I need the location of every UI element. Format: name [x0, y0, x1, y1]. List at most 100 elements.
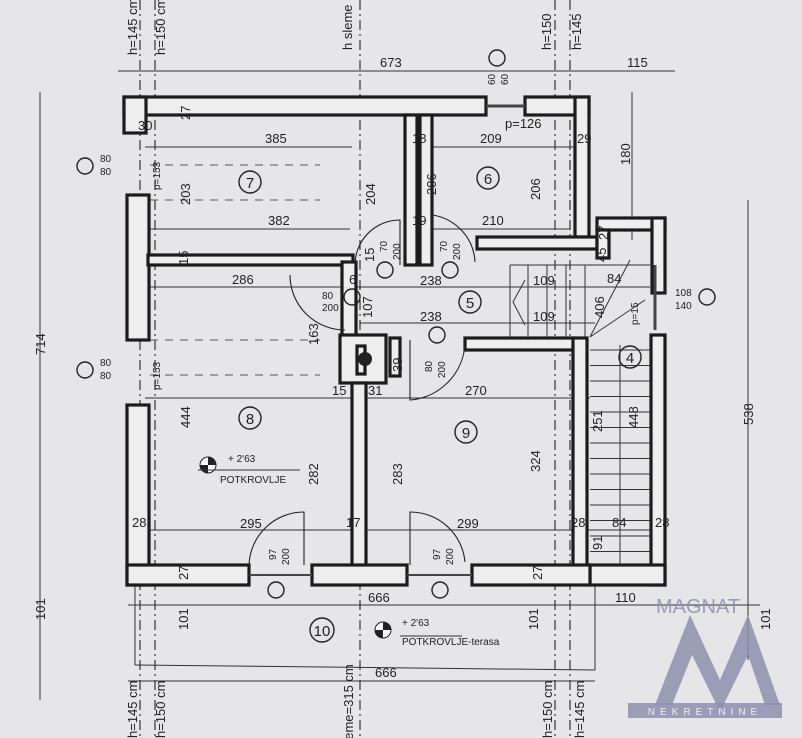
dimension-label: 28: [655, 515, 669, 530]
dimension-label: 70: [379, 240, 390, 252]
dimension-label: 299: [457, 516, 479, 531]
dimension-label: 283: [390, 463, 405, 485]
dimension-label: 200: [281, 548, 292, 565]
dimension-label: p=15: [630, 302, 641, 325]
dimension-label: 200: [322, 303, 339, 314]
dimension-label: 27: [178, 106, 193, 120]
height-label: h=145: [569, 13, 584, 50]
dimension-label: 406: [592, 296, 607, 318]
dimension-label: 39: [390, 358, 405, 372]
room-labels: 7 6 5 4 8 9 10: [238, 166, 642, 643]
room-9: 9: [462, 425, 470, 442]
dimension-label: 180: [618, 143, 633, 165]
dimension-label: 80: [322, 291, 334, 302]
dimension-label: 27: [530, 566, 545, 580]
dimension-label: 27: [596, 226, 611, 240]
staircase: [509, 259, 650, 565]
dimension-label: 6: [349, 272, 356, 287]
dimension-label: 200: [392, 243, 403, 260]
window-markers: [76, 49, 716, 599]
dimension-label: 70: [439, 240, 450, 252]
dimension-label: 80: [100, 154, 112, 165]
level-marker-main: + 2'63 POTKROVLJE: [198, 454, 300, 486]
dimension-label: 251: [590, 410, 605, 432]
height-label: h=145 cm: [572, 681, 587, 738]
dimension-label: 15: [362, 248, 377, 262]
height-label: h=150: [539, 13, 554, 50]
dimension-label: 206: [528, 178, 543, 200]
dimension-label: 97: [432, 548, 443, 560]
dimension-label: 80: [424, 360, 435, 372]
dimension-label: 60: [500, 73, 511, 85]
room-4: 4: [626, 350, 634, 367]
dimension-lines: [39, 70, 760, 700]
dimension-label: 140: [675, 301, 692, 312]
dimension-label: 238: [420, 309, 442, 324]
dimension-label: p=153: [152, 161, 163, 190]
height-label: h sleme=315 cm: [341, 664, 356, 738]
height-label: h sleme: [340, 4, 355, 50]
room-6: 6: [484, 171, 492, 188]
dimension-label: 28: [571, 515, 585, 530]
room-7: 7: [246, 175, 254, 192]
dimension-label: 84: [612, 515, 626, 530]
watermark-sub: NEKRETNINE: [648, 707, 762, 718]
dimension-label: 200: [452, 243, 463, 260]
dimension-label: 282: [306, 463, 321, 485]
level-value: + 2'63: [228, 454, 256, 465]
dimension-label: 30: [138, 118, 152, 133]
dimension-label: 101: [176, 608, 191, 630]
doors[interactable]: [248, 104, 657, 576]
dimension-label: p=126: [505, 116, 542, 131]
dimension-label: 109: [533, 273, 555, 288]
dimension-label: 666: [368, 590, 390, 605]
dimension-label: 101: [526, 608, 541, 630]
dimension-label: 107: [360, 296, 375, 318]
dimension-label: 60: [487, 73, 498, 85]
dimension-label: 84: [607, 271, 621, 286]
terrace-level-label: POTKROVLJE-terasa: [402, 637, 500, 648]
dimension-label: 80: [100, 358, 112, 369]
terrace-level-value: + 2'63: [402, 618, 430, 629]
dimension-label: 538: [741, 403, 756, 425]
dimension-label: 200: [445, 548, 456, 565]
dimension-label: 385: [265, 131, 287, 146]
dimension-label: 673: [380, 55, 402, 70]
watermark-brand: MAGNAT: [656, 596, 740, 618]
dimension-label: 28: [132, 515, 146, 530]
dimension-label: 80: [100, 371, 112, 382]
dimension-label: 286: [232, 272, 254, 287]
dimension-label: 80: [100, 167, 112, 178]
dimension-label: 15: [332, 383, 346, 398]
dimension-label: 295: [240, 516, 262, 531]
dimension-label: 17: [346, 515, 360, 530]
room-10: 10: [314, 623, 331, 640]
height-label: h=150 cm: [153, 0, 168, 55]
dimension-label: 204: [363, 183, 378, 205]
dimension-label: 382: [268, 213, 290, 228]
dimension-label: 238: [420, 273, 442, 288]
dimension-label: 15: [176, 251, 191, 265]
dimension-label: 115: [627, 55, 648, 70]
dimension-label: p=153: [152, 361, 163, 390]
dimension-label: 666: [375, 665, 397, 680]
walls: [122, 95, 667, 587]
dimension-label: 110: [615, 590, 636, 605]
height-label: h=150 cm: [153, 681, 168, 738]
dimension-label: 444: [178, 406, 193, 428]
level-label: POTKROVLJE: [220, 475, 286, 486]
dimension-label: 270: [465, 383, 487, 398]
dimension-label: 163: [306, 323, 321, 345]
dimension-label: 45: [594, 248, 609, 262]
dimension-label: 206: [424, 173, 439, 195]
level-marker-terrace: + 2'63 POTKROVLJE-terasa: [374, 618, 500, 648]
dimension-label: 108: [675, 288, 692, 299]
dimension-label: 200: [437, 361, 448, 378]
magnat-logo-watermark: MAGNAT NEKRETNINE: [628, 596, 782, 718]
dimension-label: 209: [480, 131, 502, 146]
height-labels: h=145 cm h=150 cm h sleme h=150 h=145 h=…: [125, 0, 587, 738]
dimension-label: 18: [412, 131, 426, 146]
dimension-label: 203: [178, 183, 193, 205]
